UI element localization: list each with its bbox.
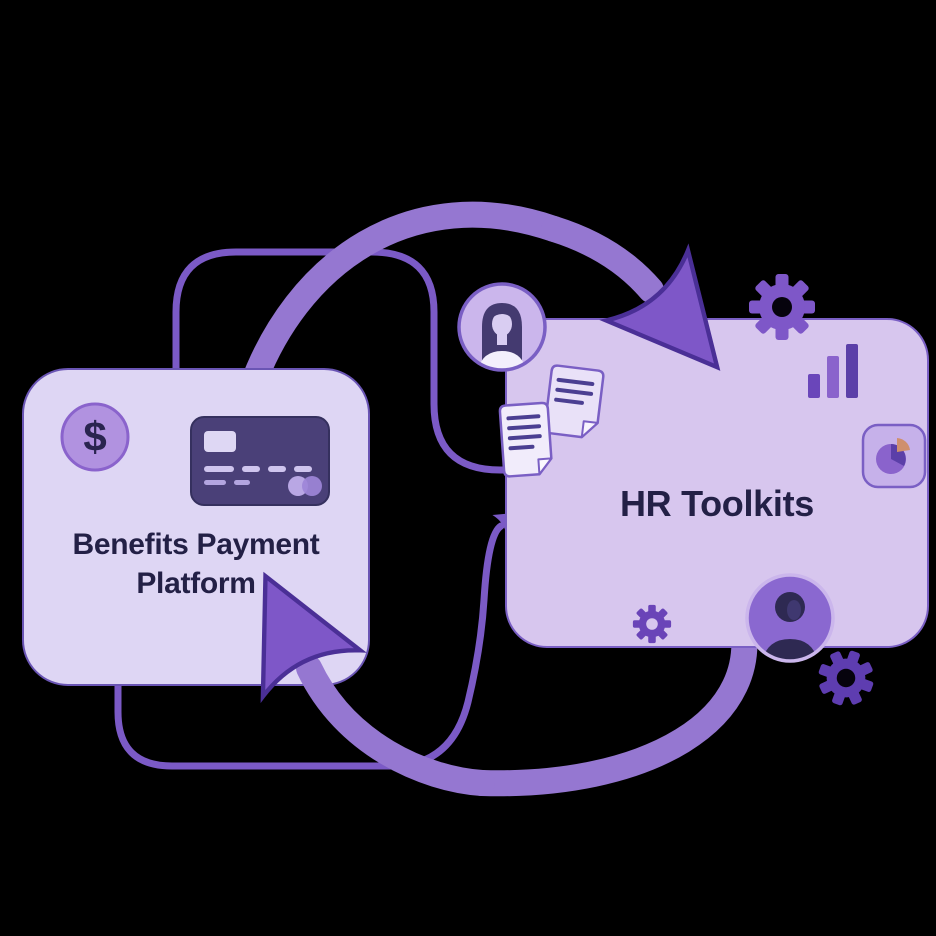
left-box-title: Benefits Payment Platform — [24, 525, 368, 603]
credit-card-icon — [190, 416, 330, 506]
benefits-platform-card: $ Benefits Payment Platform — [22, 368, 370, 686]
right-box-title: HR Toolkits — [619, 483, 815, 524]
cycle-arrow-bottom-head — [260, 571, 495, 796]
dollar-coin-icon: $ — [60, 402, 130, 472]
woman-avatar-icon — [457, 282, 547, 372]
dollar-symbol: $ — [83, 413, 106, 460]
man-avatar-icon — [745, 573, 835, 663]
left-box-title-line1: Benefits Payment — [72, 528, 320, 561]
pie-chart-icon — [861, 423, 927, 489]
cycle-arrow-top-head — [541, 216, 721, 371]
gear-outline-icon — [814, 646, 878, 710]
document-front-icon — [498, 401, 553, 478]
coin-circle — [60, 402, 130, 472]
bar-chart-icon — [808, 344, 858, 398]
gear-small-icon — [632, 604, 672, 644]
gear-top-icon — [749, 274, 815, 340]
left-box-title-line2: Platform — [136, 567, 256, 600]
